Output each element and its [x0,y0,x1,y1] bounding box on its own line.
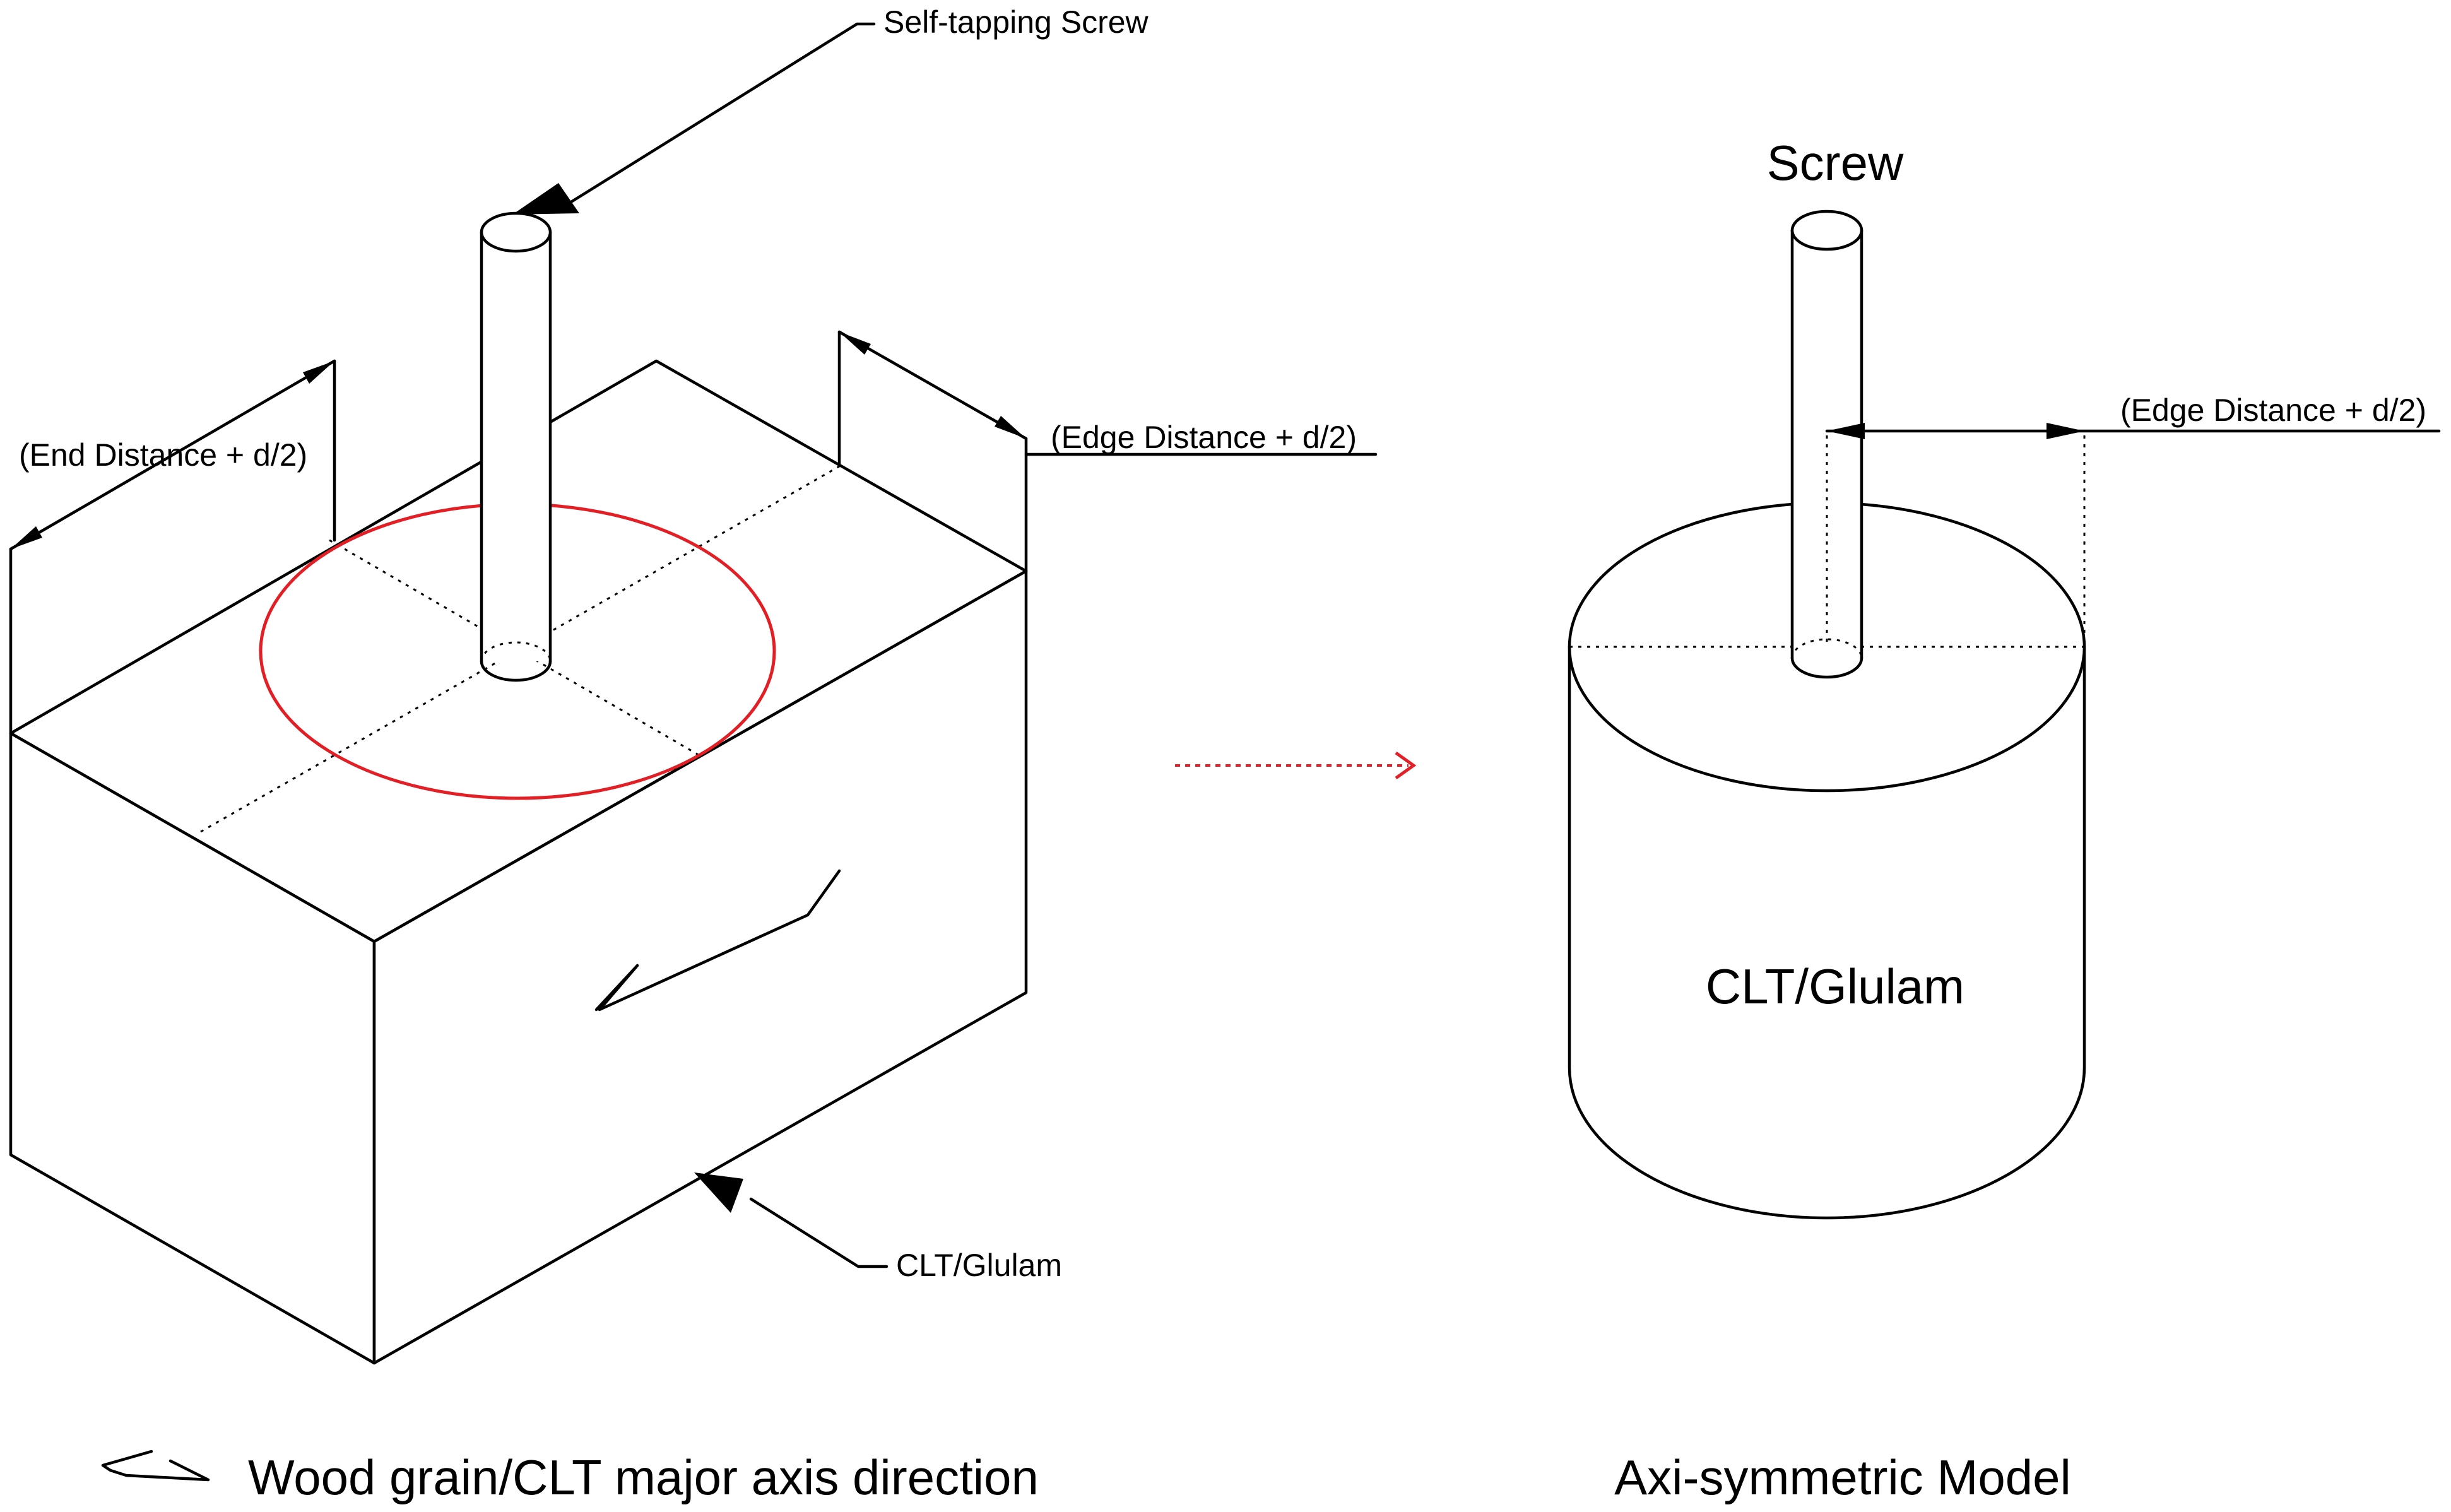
wood-cylinder [1568,645,2086,1220]
screw-leader [512,22,876,215]
axi-symmetric-model-label: Axi-symmetric Model [1614,1450,2071,1505]
grain-direction-arrow [594,869,841,1012]
clt-glulam-leader [694,1172,889,1268]
edge-distance-label-left: (Edge Distance + d/2) [1051,420,1357,455]
transform-arrow [1175,751,1417,780]
self-tapping-screw-label: Self-tapping Screw [883,4,1149,40]
screw-label: Screw [1767,135,1904,191]
edge-distance-dimension-left [837,330,1378,573]
legend-text: Wood grain/CLT major axis direction [248,1450,1039,1505]
block-model: Self-tapping Screw (End Distance + d/2) … [9,4,1378,1505]
clt-glulam-label-right: CLT/Glulam [1706,959,1964,1014]
end-distance-label: (End Distance + d/2) [19,437,307,473]
axisymmetric-model: (Edge Distance + d/2) Screw CLT/Glulam A… [1568,135,2441,1505]
legend-grain-arrow-icon [101,1450,210,1482]
edge-distance-dimension-right [1825,423,2441,647]
clt-glulam-label-left: CLT/Glulam [896,1248,1062,1283]
end-distance-dimension [9,359,336,735]
block-right-face [372,569,1028,1365]
edge-distance-label-right: (Edge Distance + d/2) [2120,393,2426,428]
screw-cylinder-left [480,211,552,682]
